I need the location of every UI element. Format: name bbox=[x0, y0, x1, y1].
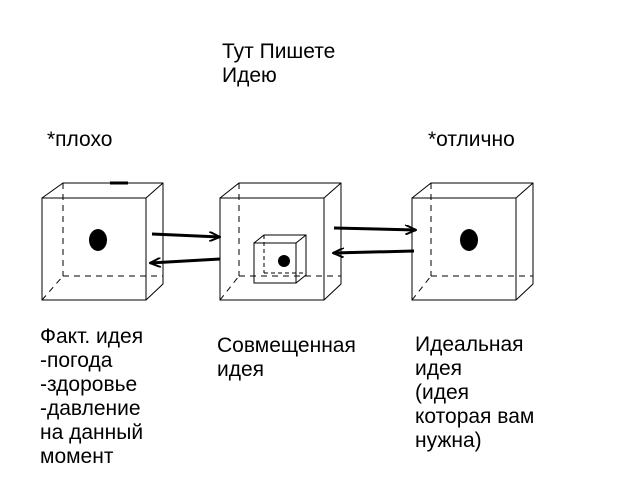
middle-cube-edge bbox=[323, 182, 342, 199]
right-cube-hidden-edge bbox=[411, 275, 432, 301]
arrow-middle-to-left bbox=[150, 259, 221, 263]
right-cube-front-face bbox=[411, 197, 517, 301]
inner-cube-front-face bbox=[253, 242, 297, 284]
right-caption-line: (идея bbox=[415, 381, 470, 404]
middle-cube-outline bbox=[219, 182, 342, 301]
title-line-2: Идею bbox=[222, 64, 277, 87]
middle-box-caption: Совмещенная идея bbox=[217, 334, 356, 382]
diagram-title: Тут Пишете Идею bbox=[222, 40, 335, 88]
middle-cube bbox=[219, 182, 342, 301]
middle-caption-line: идея bbox=[217, 358, 265, 381]
left-caption-line: момент bbox=[40, 445, 114, 468]
label-good: *отлично bbox=[428, 128, 515, 151]
left-caption-line: -здоровье bbox=[40, 373, 138, 396]
left-idea-dot bbox=[89, 229, 107, 251]
left-caption-line: Факт. идея bbox=[40, 325, 144, 348]
right-caption-line: идея bbox=[415, 357, 463, 380]
middle-idea-dot bbox=[278, 255, 290, 267]
right-idea-dot bbox=[460, 229, 478, 251]
inner-cube bbox=[253, 234, 307, 284]
left-cube-hidden-edge bbox=[41, 275, 64, 301]
middle-cube-front-face bbox=[219, 197, 325, 301]
right-caption-line: Идеальная bbox=[415, 333, 524, 356]
right-cube bbox=[411, 182, 534, 301]
left-caption-line: на данный bbox=[40, 421, 144, 444]
left-caption-line: -давление bbox=[40, 397, 141, 420]
arrow-left-to-middle bbox=[151, 234, 220, 237]
inner-cube-edge bbox=[295, 234, 307, 244]
title-line-1: Тут Пишете bbox=[222, 40, 336, 63]
left-cube bbox=[41, 181, 164, 301]
right-box-caption: Идеальная идея (идея которая вам нужна) bbox=[415, 333, 534, 453]
middle-caption-line: Совмещенная bbox=[217, 334, 356, 357]
right-cube-edge bbox=[515, 182, 534, 199]
left-cube-edge bbox=[145, 182, 164, 199]
label-bad: *плохо bbox=[47, 128, 113, 151]
middle-cube-hidden-edge bbox=[219, 275, 240, 301]
arrow-right-to-middle bbox=[333, 251, 415, 253]
right-caption-line: нужна) bbox=[415, 429, 482, 452]
left-cube-front-face bbox=[41, 197, 147, 301]
right-caption-line: которая вам bbox=[415, 405, 535, 428]
left-caption-line: -погода bbox=[40, 349, 113, 372]
arrow-middle-to-right bbox=[333, 228, 416, 230]
left-box-caption: Факт. идея -погода -здоровье -давление н… bbox=[40, 325, 143, 469]
